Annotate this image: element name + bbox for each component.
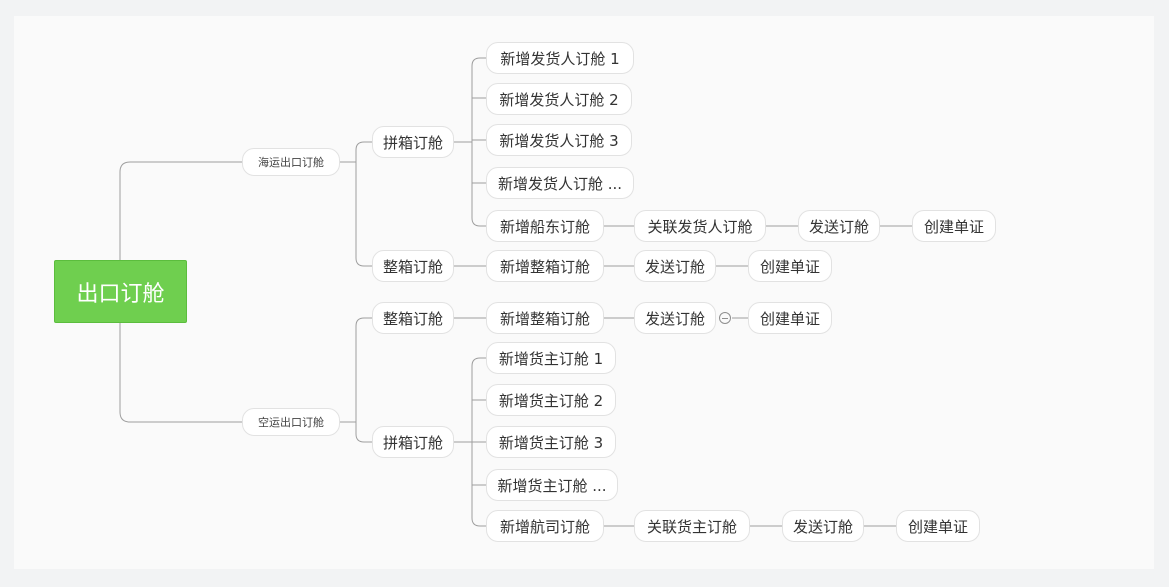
link-air-fcl <box>355 317 372 422</box>
air-lcl-item-3[interactable]: 新增货主订舱 3 <box>486 426 616 458</box>
air-export-node[interactable]: 空运出口订舱 <box>242 408 340 436</box>
sea-fcl-node[interactable]: 整箱订舱 <box>372 250 454 282</box>
air-lcl-node[interactable]: 拼箱订舱 <box>372 426 454 458</box>
collapse-toggle-icon[interactable] <box>719 312 731 324</box>
sea-lcl-item-4[interactable]: 新增发货人订舱 ... <box>486 167 634 199</box>
sea-lcl-chain-4[interactable]: 创建单证 <box>912 210 996 242</box>
mindmap-canvas: 出口订舱 海运出口订舱 空运出口订舱 拼箱订舱 整箱订舱 新增发货人订舱 1 新… <box>14 16 1154 569</box>
sea-lcl-item-1[interactable]: 新增发货人订舱 1 <box>486 42 634 74</box>
connector-lines <box>119 57 912 527</box>
root-node[interactable]: 出口订舱 <box>54 260 187 323</box>
link-sea-item-5 <box>471 142 486 227</box>
link-root-air <box>119 294 242 423</box>
link-air-item-1 <box>471 357 486 442</box>
sea-lcl-chain-3[interactable]: 发送订舱 <box>798 210 880 242</box>
air-fcl-node[interactable]: 整箱订舱 <box>372 302 454 334</box>
link-air-item-5 <box>471 442 486 527</box>
air-lcl-chain-2[interactable]: 关联货主订舱 <box>634 510 750 542</box>
sea-fcl-chain-2[interactable]: 发送订舱 <box>634 250 716 282</box>
air-lcl-item-1[interactable]: 新增货主订舱 1 <box>486 342 616 374</box>
sea-lcl-chain-2[interactable]: 关联发货人订舱 <box>634 210 766 242</box>
link-air-lcl <box>355 422 372 443</box>
sea-lcl-item-2[interactable]: 新增发货人订舱 2 <box>486 83 632 115</box>
link-sea-lcl <box>355 141 372 162</box>
link-sea-item-1 <box>471 57 486 142</box>
air-lcl-chain-4[interactable]: 创建单证 <box>896 510 980 542</box>
air-fcl-chain-2[interactable]: 发送订舱 <box>634 302 716 334</box>
sea-export-node[interactable]: 海运出口订舱 <box>242 148 340 176</box>
air-fcl-chain-1[interactable]: 新增整箱订舱 <box>486 302 604 334</box>
air-lcl-chain-1[interactable]: 新增航司订舱 <box>486 510 604 542</box>
link-sea-fcl <box>355 162 372 267</box>
link-root-sea <box>119 161 242 260</box>
air-lcl-chain-3[interactable]: 发送订舱 <box>782 510 864 542</box>
sea-lcl-node[interactable]: 拼箱订舱 <box>372 126 454 158</box>
air-lcl-item-2[interactable]: 新增货主订舱 2 <box>486 384 616 416</box>
sea-fcl-chain-3[interactable]: 创建单证 <box>748 250 832 282</box>
air-lcl-item-4[interactable]: 新增货主订舱 ... <box>486 469 618 501</box>
sea-lcl-item-3[interactable]: 新增发货人订舱 3 <box>486 124 632 156</box>
sea-lcl-chain-1[interactable]: 新增船东订舱 <box>486 210 604 242</box>
sea-fcl-chain-1[interactable]: 新增整箱订舱 <box>486 250 604 282</box>
air-fcl-chain-3[interactable]: 创建单证 <box>748 302 832 334</box>
